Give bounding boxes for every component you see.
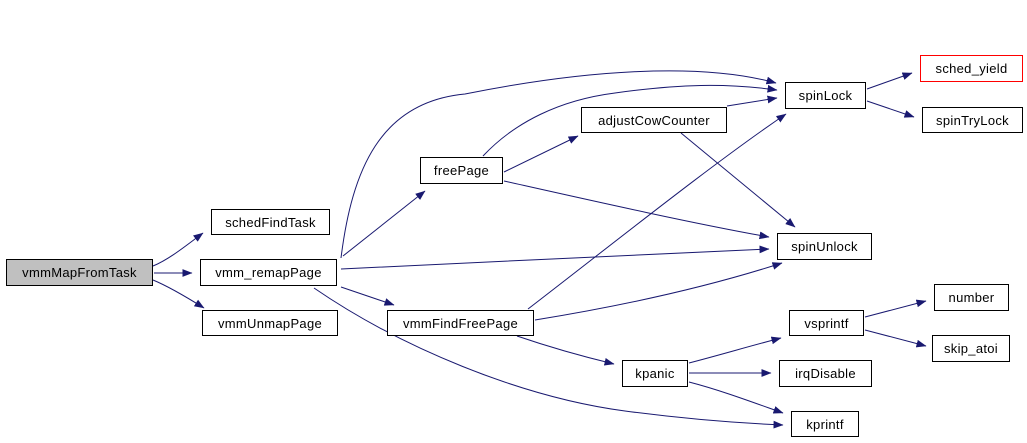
- node-spinLock[interactable]: spinLock: [785, 82, 866, 109]
- node-label: vmm_remapPage: [215, 265, 322, 280]
- edge-spinLock-to-spinTryLock: [866, 100, 915, 118]
- edge-vmm_remapPage-to-spinUnlock: [340, 245, 770, 270]
- node-label: kpanic: [635, 366, 675, 381]
- node-adjustCowCounter[interactable]: adjustCowCounter: [581, 107, 727, 133]
- node-label: irqDisable: [795, 366, 856, 381]
- node-freePage[interactable]: freePage: [420, 157, 503, 184]
- edge-adjustCowCounter-to-spinLock: [726, 95, 778, 107]
- node-label: sched_yield: [935, 61, 1008, 76]
- node-spinUnlock[interactable]: spinUnlock: [777, 233, 872, 260]
- node-label: freePage: [433, 163, 490, 178]
- edge-freePage-to-spinUnlock: [503, 180, 770, 240]
- edge-vmmFindFreePage-to-spinLock: [527, 113, 787, 310]
- edge-vmmFindFreePage-to-spinUnlock: [534, 262, 783, 321]
- node-vmmMapFromTask: vmmMapFromTask: [6, 259, 153, 286]
- node-skip_atoi[interactable]: skip_atoi: [932, 335, 1010, 362]
- node-label: schedFindTask: [225, 214, 316, 230]
- node-vmmFindFreePage[interactable]: vmmFindFreePage: [387, 310, 534, 336]
- node-kprintf[interactable]: kprintf: [791, 411, 859, 437]
- node-number[interactable]: number: [934, 284, 1009, 311]
- node-label: adjustCowCounter: [598, 112, 710, 128]
- node-spinTryLock[interactable]: spinTryLock: [922, 107, 1023, 133]
- node-schedFindTask[interactable]: schedFindTask: [211, 209, 330, 235]
- node-label: spinLock: [798, 88, 853, 103]
- node-label: spinUnlock: [791, 239, 858, 254]
- edge-vsprintf-to-skip_atoi: [864, 329, 927, 348]
- edge-vsprintf-to-number: [864, 299, 927, 318]
- node-label: vsprintf: [804, 315, 849, 331]
- node-irqDisable[interactable]: irqDisable: [779, 360, 872, 387]
- edge-spinLock-to-sched_yield: [866, 72, 913, 90]
- edge-adjustCowCounter-to-spinUnlock: [680, 132, 796, 228]
- node-label: spinTryLock: [936, 112, 1009, 128]
- edge-freePage-to-spinLock: [482, 84, 778, 157]
- edge-vmm_remapPage-to-spinLock: [340, 70, 777, 259]
- edge-vmmMapFromTask-to-schedFindTask: [152, 232, 204, 267]
- edge-vmm_remapPage-to-vmmFindFreePage: [340, 286, 395, 306]
- edge-vmm_remapPage-to-freePage: [342, 190, 426, 257]
- node-label: kprintf: [806, 416, 844, 432]
- node-vsprintf[interactable]: vsprintf: [789, 310, 864, 336]
- node-label: vmmMapFromTask: [22, 265, 137, 280]
- node-label: skip_atoi: [943, 341, 998, 356]
- node-label: vmmFindFreePage: [402, 315, 519, 331]
- edge-vmmFindFreePage-to-kpanic: [516, 335, 615, 366]
- node-vmmUnmapPage[interactable]: vmmUnmapPage: [202, 310, 338, 336]
- node-label: vmmUnmapPage: [217, 315, 323, 331]
- node-kpanic[interactable]: kpanic: [622, 360, 688, 387]
- node-sched_yield[interactable]: sched_yield: [920, 55, 1023, 82]
- node-label: number: [948, 290, 995, 305]
- edge-freePage-to-adjustCowCounter: [503, 135, 579, 173]
- edge-kpanic-to-kprintf: [688, 381, 784, 414]
- node-vmm_remapPage[interactable]: vmm_remapPage: [200, 259, 337, 286]
- edge-vmmMapFromTask-to-vmmUnmapPage: [152, 279, 205, 309]
- edge-kpanic-to-vsprintf: [688, 336, 782, 364]
